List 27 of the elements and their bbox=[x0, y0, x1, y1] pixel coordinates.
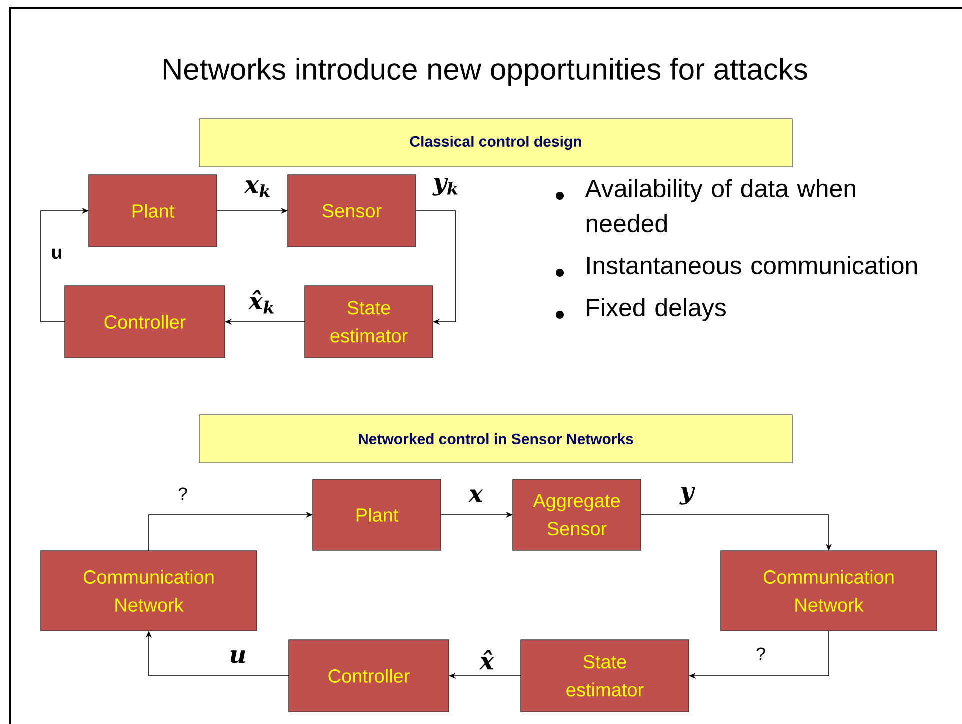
slide-title: Networks introduce new opportunities for attacks bbox=[164, 58, 808, 86]
edge-label: x bbox=[468, 490, 484, 502]
bullet-text: Availability of data when needed bbox=[585, 179, 856, 233]
edge-label: x$_{k}$ bbox=[244, 180, 270, 198]
edge-label: ? bbox=[756, 648, 766, 660]
process-box: Aggregate Sensor bbox=[512, 479, 642, 551]
process-box: Sensor bbox=[288, 174, 416, 248]
process-box: Plant bbox=[312, 479, 442, 551]
process-box: Communication Network bbox=[720, 550, 938, 632]
edge-label: x̂$_{k}$ bbox=[248, 290, 274, 314]
process-box: Controller bbox=[288, 640, 450, 712]
edge-label: ? bbox=[178, 488, 188, 500]
edge-label: u bbox=[52, 248, 62, 260]
process-box: State estimator bbox=[520, 640, 690, 712]
arrow bbox=[416, 210, 456, 326]
edge-label: x̂ bbox=[479, 650, 494, 670]
process-box: Controller bbox=[64, 286, 226, 358]
edge-label: y$_{k}$ bbox=[432, 178, 458, 196]
bullet-text: Instantaneous communication bbox=[588, 256, 918, 275]
process-box: State estimator bbox=[304, 286, 434, 358]
header-band: Networked control in Sensor Networks bbox=[199, 414, 793, 464]
process-box: Plant bbox=[88, 174, 218, 248]
process-box: Communication Network bbox=[40, 550, 258, 632]
edge-label: u bbox=[230, 650, 246, 664]
bullet-text: Fixed delays bbox=[587, 298, 726, 322]
header-band: Classical control design bbox=[199, 118, 793, 168]
edge-label: y bbox=[680, 487, 696, 505]
